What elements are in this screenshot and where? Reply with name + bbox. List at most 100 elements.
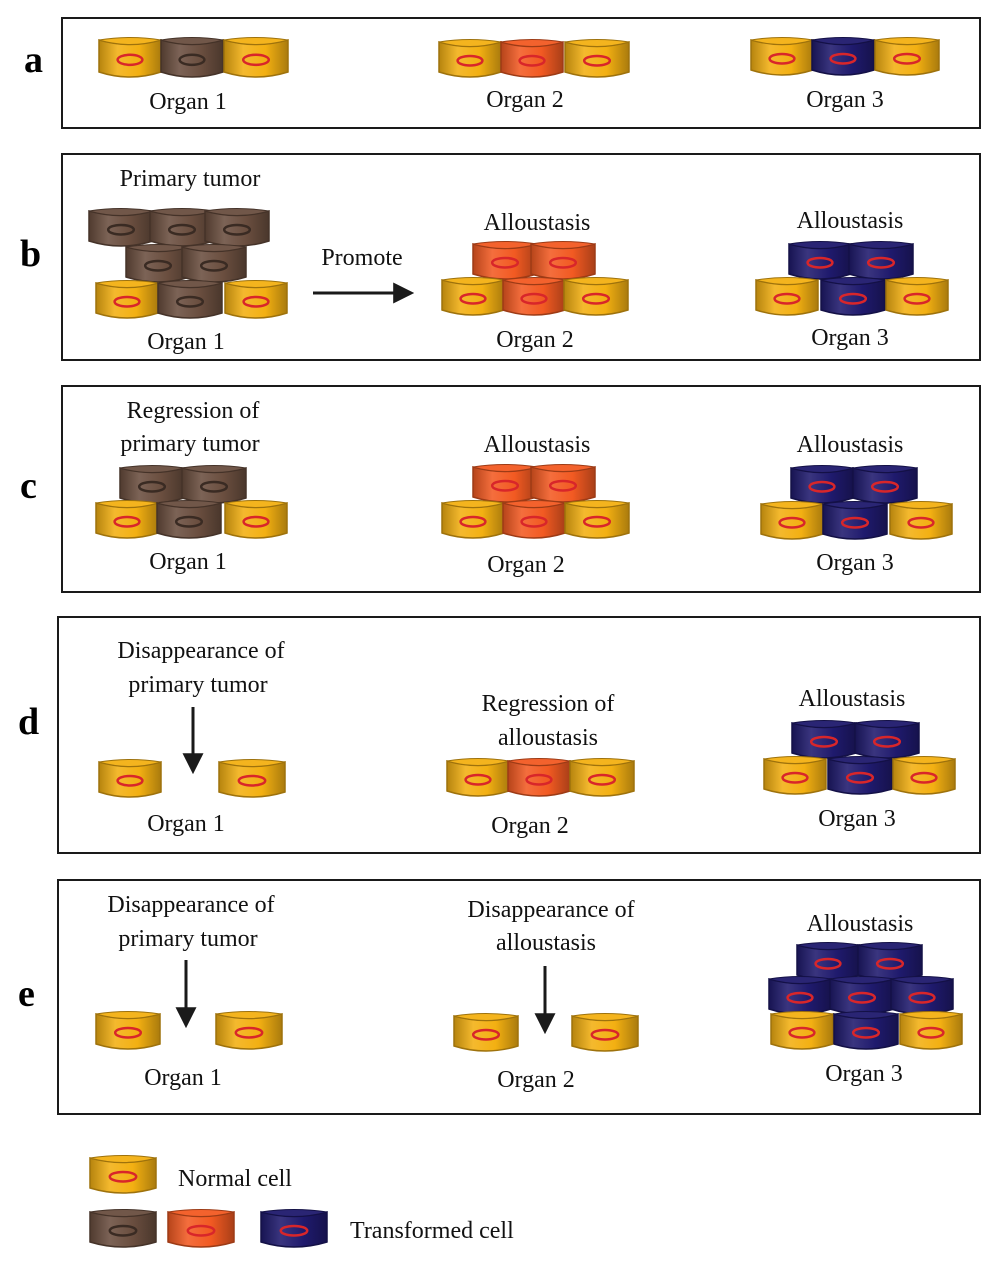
panel-e-organ-2-cell-1	[453, 1013, 519, 1052]
panel-e-organ-3-cell-4	[829, 976, 895, 1015]
panel-b-organ-3-cell-2	[848, 241, 914, 280]
panel-c-organ-3-cell-4	[822, 501, 888, 540]
panel-c-organ-1-cell-2-nucleus	[199, 480, 229, 493]
panel-d-organ-3-cell-3-nucleus	[781, 771, 809, 784]
panel-e-organ-2-cell-1-nucleus	[471, 1028, 501, 1041]
panel-a-organ-3-cell-3-nucleus	[892, 52, 922, 65]
panel-b-organ-2-cell-2	[530, 241, 596, 280]
panel-a-organ-1-cell-1	[98, 37, 162, 78]
panel-b-organ-1-cell-1	[88, 208, 154, 247]
panel-b-organ-1-cell-2	[149, 208, 215, 247]
panel-b-organ-2-cell-4	[502, 277, 566, 316]
panel-d-organ-3-cell-5-nucleus	[910, 771, 938, 784]
panel-b-organ-2-label: Organ 2	[496, 327, 574, 353]
panel-a-organ-3-cell-1-nucleus	[768, 52, 796, 65]
panel-b-organ-1-cell-2-nucleus	[167, 223, 197, 236]
panel-b-organ-1-cell-6	[95, 280, 159, 319]
panel-d-organ-2-caption-line-2: alloustasis	[498, 725, 598, 751]
panel-b-organ-1-label: Organ 1	[147, 329, 225, 355]
panel-b-organ-1-cell-1-nucleus	[106, 223, 136, 236]
panel-b-frame	[61, 153, 981, 361]
panel-d-organ-1-caption-line-2: primary tumor	[128, 672, 267, 698]
panel-b-organ-1-cell-3-nucleus	[222, 223, 252, 236]
panel-c-letter: c	[20, 465, 37, 507]
panel-e-frame	[57, 879, 981, 1115]
panel-e-organ-3-caption: Alloustasis	[807, 911, 914, 937]
panel-b-organ-3-cell-3-nucleus	[773, 292, 801, 305]
panel-b-organ-1-cell-7-nucleus	[175, 295, 205, 308]
panel-d-organ-1-cell-1	[98, 759, 162, 798]
panel-a-organ-2-cell-1	[438, 39, 502, 78]
panel-b-promote-label: Promote	[321, 245, 402, 271]
panel-c-organ-1-caption-line-1: Regression of	[127, 398, 260, 424]
panel-b-organ-3-caption: Alloustasis	[797, 208, 904, 234]
panel-d-organ-3-cell-1	[791, 720, 857, 759]
panel-e-organ-3-label: Organ 3	[825, 1061, 903, 1087]
panel-e-organ-3-cell-8	[899, 1011, 963, 1050]
panel-e-organ-3-cell-6-nucleus	[788, 1026, 816, 1039]
legend-transformed-cell-navy-nucleus	[279, 1224, 309, 1237]
panel-a-organ-3-cell-2-nucleus	[829, 52, 857, 65]
panel-d-organ-2-cell-1	[446, 758, 510, 797]
panel-a-organ-1-cell-3-nucleus	[241, 53, 271, 67]
panel-c-organ-1-label: Organ 1	[149, 549, 227, 575]
panel-b-organ-2-cell-3-nucleus	[459, 292, 487, 305]
panel-b-organ-3-cell-4	[820, 277, 886, 316]
panel-e-organ-3-cell-1	[796, 942, 860, 981]
panel-e-organ-3-cell-8-nucleus	[917, 1026, 945, 1039]
panel-d-organ-2-cell-3	[569, 758, 635, 797]
panel-b-organ-2-cell-1-nucleus	[490, 256, 520, 269]
panel-e-organ-3-cell-3-nucleus	[786, 991, 814, 1004]
panel-e-organ-1-caption-line-2: primary tumor	[118, 926, 257, 952]
panel-c-organ-3-cell-2-nucleus	[870, 480, 900, 493]
panel-c-organ-1-cell-4-nucleus	[174, 515, 204, 528]
panel-c-organ-2-cell-3	[441, 500, 505, 539]
panel-b-letter: b	[20, 233, 41, 275]
panel-d-organ-1-cell-1-nucleus	[116, 774, 144, 787]
panel-d-organ-3-caption: Alloustasis	[799, 686, 906, 712]
panel-b-organ-1-caption: Primary tumor	[120, 166, 261, 192]
panel-c-organ-2-label: Organ 2	[487, 552, 565, 578]
panel-c-organ-1-cell-1	[119, 465, 185, 504]
panel-c-organ-3-cell-3	[760, 501, 824, 540]
panel-b-organ-2-cell-5-nucleus	[581, 292, 611, 305]
panel-c-organ-2-cell-1-nucleus	[490, 479, 520, 492]
panel-a-letter: a	[24, 39, 43, 81]
panel-b-organ-1-cell-8	[224, 280, 288, 319]
panel-a-organ-1-cell-1-nucleus	[116, 53, 144, 67]
cell-layer	[88, 37, 963, 1248]
panel-b-organ-1-cell-6-nucleus	[113, 295, 141, 308]
panel-c-organ-2-cell-1	[472, 464, 538, 503]
panel-b-organ-1-cell-5	[181, 244, 247, 283]
panel-c-organ-3-cell-1-nucleus	[808, 480, 836, 493]
panel-a-organ-2-cell-2-nucleus	[518, 54, 546, 67]
panel-d-organ-2-caption-line-1: Regression of	[482, 691, 615, 717]
panel-d-organ-3-cell-1-nucleus	[809, 735, 839, 748]
panel-d-organ-3-cell-3	[763, 756, 827, 795]
panel-b-organ-2-cell-5	[563, 277, 629, 316]
panel-b-organ-1-cell-8-nucleus	[242, 295, 270, 308]
panel-b-organ-3-cell-3	[755, 277, 819, 316]
panel-a-organ-1-cell-3	[223, 37, 289, 78]
panel-b-organ-3-cell-2-nucleus	[866, 256, 896, 269]
panel-c-organ-3-label: Organ 3	[816, 550, 894, 576]
panel-d-organ-2-cell-3-nucleus	[587, 773, 617, 786]
panel-c-organ-1-cell-4	[156, 500, 222, 539]
panel-d-organ-3-label: Organ 3	[818, 806, 896, 832]
panel-b-organ-2-cell-4-nucleus	[520, 292, 548, 305]
panel-d-organ-2-label: Organ 2	[491, 813, 569, 839]
panel-c-organ-1-cell-5-nucleus	[242, 515, 270, 528]
legend-transformed-cell-orange-nucleus	[186, 1224, 216, 1237]
panel-b-organ-1-cell-7	[157, 280, 223, 319]
panel-e-organ-1-cell-1-nucleus	[113, 1026, 143, 1039]
panel-c-organ-3-caption: Alloustasis	[797, 432, 904, 458]
panel-b-organ-1-cell-4	[125, 244, 191, 283]
panel-a-organ-2-cell-1-nucleus	[456, 54, 484, 67]
panel-e-organ-1-cell-1	[95, 1011, 161, 1050]
legend-transformed-cell-brown-nucleus	[108, 1224, 138, 1237]
panel-c-organ-3-cell-1	[790, 465, 854, 504]
panel-a-organ-2-cell-3-nucleus	[582, 54, 612, 67]
panel-c-organ-1-caption-line-2: primary tumor	[120, 431, 259, 457]
